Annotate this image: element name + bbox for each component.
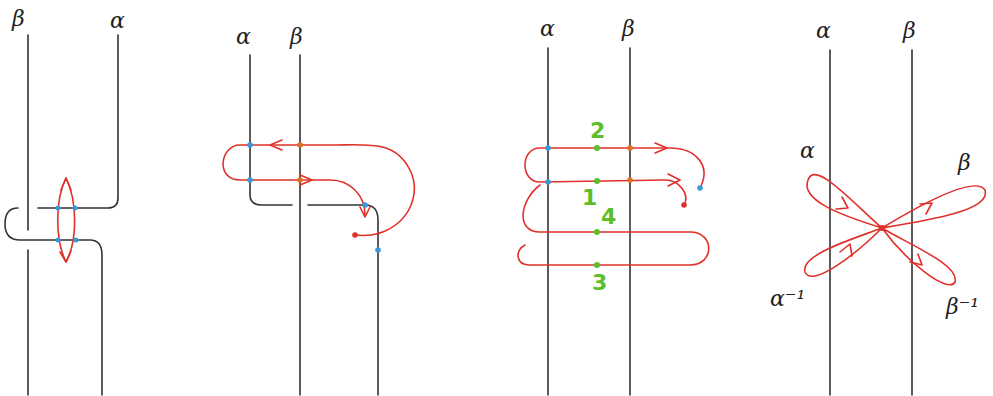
strand-label: α: [110, 10, 125, 32]
strand-label: α: [236, 26, 251, 48]
strand-label: β: [290, 26, 303, 48]
loops: [58, 140, 986, 285]
callout-number: 2: [590, 120, 605, 142]
callout-number: 4: [601, 206, 616, 228]
strand-label: β: [903, 20, 916, 42]
strand-label: α: [816, 20, 831, 42]
strand-label: β⁻¹: [946, 296, 979, 318]
callout-number: 3: [592, 272, 607, 294]
strand-label: α⁻¹: [770, 288, 805, 310]
strand-label: α: [540, 18, 555, 40]
strand-label: β: [12, 8, 25, 30]
strand-label: β: [622, 18, 635, 40]
strands: [5, 35, 912, 395]
strand-label: β: [958, 152, 971, 174]
callout-number: 1: [582, 187, 597, 209]
strand-label: α: [800, 140, 815, 162]
crossing-dots: [56, 142, 886, 268]
